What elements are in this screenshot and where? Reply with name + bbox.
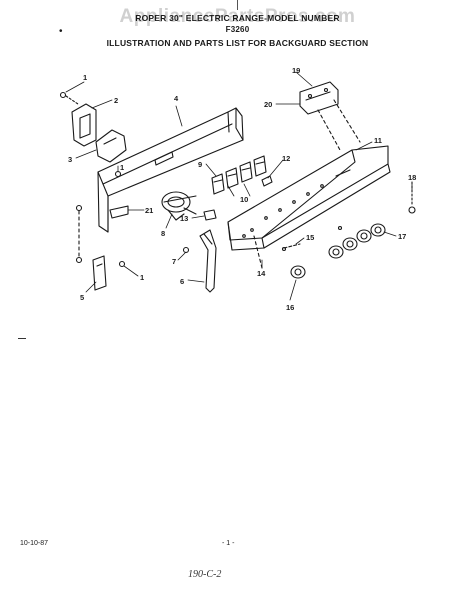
backguard-rear-panel (97, 107, 244, 233)
trim-piece (299, 81, 361, 151)
left-screws (59, 91, 126, 268)
indicator-clip (261, 175, 273, 187)
callout-16: 16 (286, 303, 294, 312)
callout-10: 10 (240, 195, 248, 204)
callout-1-bottom: 1 (140, 273, 144, 282)
callout-15: 15 (306, 233, 314, 242)
footer-date: 10-10-87 (20, 540, 49, 547)
header-title: ROPER 30" ELECTRIC RANGE-MODEL NUMBER (135, 13, 340, 23)
callout-3: 3 (68, 155, 72, 164)
callout-9: 9 (198, 160, 202, 169)
callout-1-top: 1 (83, 73, 87, 82)
header-model: F3260 (225, 25, 250, 34)
switches (211, 155, 267, 195)
wiring-harness (161, 191, 197, 221)
lower-left-bracket (92, 255, 107, 291)
callout-labels: 1 2 3 4 1 21 5 1 8 9 10 12 13 7 6 14 15 … (68, 66, 416, 312)
handwritten-note: 190-C-2 (188, 569, 222, 580)
callout-1-mid: 1 (120, 163, 124, 172)
callout-2: 2 (114, 96, 118, 105)
header-subtitle: ILLUSTRATION AND PARTS LIST FOR BACKGUAR… (106, 38, 369, 48)
callout-8: 8 (161, 229, 165, 238)
control-knobs (290, 223, 386, 279)
callout-19: 19 (292, 66, 300, 75)
clip (109, 205, 129, 219)
left-bracket (71, 103, 97, 147)
footer-page-number: - 1 - (222, 540, 235, 547)
leader-lines (65, 71, 413, 301)
callout-11: 11 (374, 136, 382, 145)
margin-mark (18, 338, 26, 339)
callout-18: 18 (408, 173, 416, 182)
callout-14: 14 (257, 269, 266, 278)
callout-4: 4 (174, 94, 179, 103)
watermark: AppliancePartsPros.com (119, 6, 356, 27)
callout-6: 6 (180, 277, 184, 286)
scan-dot: • (59, 26, 63, 37)
shaft (283, 243, 301, 249)
callout-5: 5 (80, 293, 84, 302)
callout-7: 7 (172, 257, 176, 266)
callout-20: 20 (264, 100, 272, 109)
left-end-cap (95, 129, 127, 163)
control-panel (227, 145, 391, 251)
callout-17: 17 (398, 232, 406, 241)
small-block (203, 209, 217, 221)
callout-21: 21 (145, 206, 153, 215)
scan-mark (237, 0, 238, 10)
callout-12: 12 (282, 154, 290, 163)
side-trim-strip (199, 229, 217, 293)
callout-13: 13 (180, 214, 188, 223)
